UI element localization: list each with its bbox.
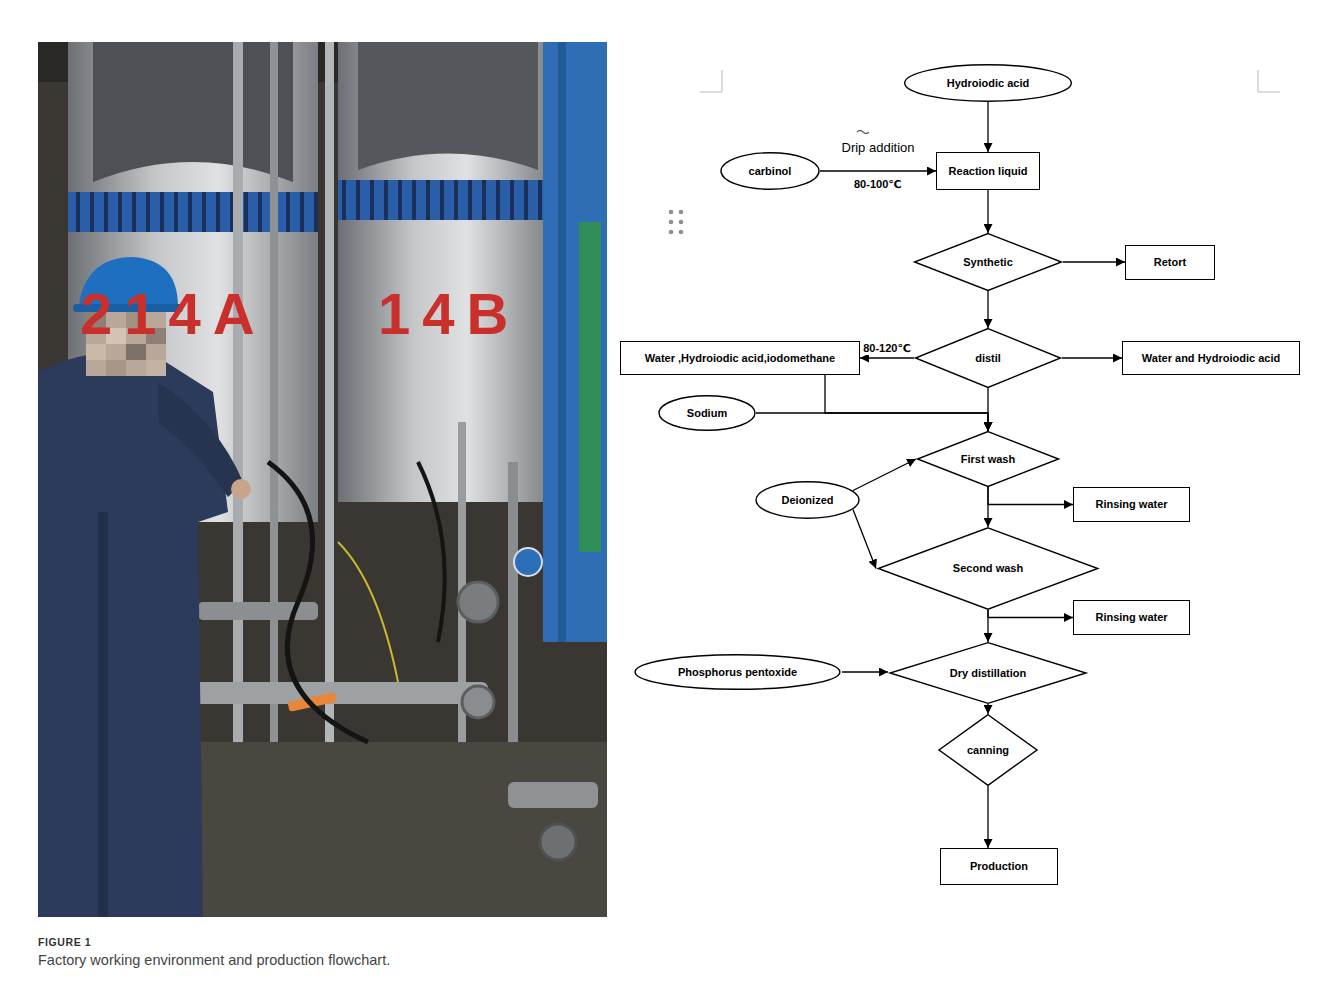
flow-arrow bbox=[842, 671, 888, 672]
process-box: Water ,Hydroiodic acid,iodomethane bbox=[620, 341, 860, 375]
node-text: Production bbox=[970, 860, 1028, 873]
node-text: Water and Hydroiodic acid bbox=[1142, 352, 1280, 365]
corner-mark bbox=[700, 70, 722, 92]
input-ellipse: Sodium bbox=[658, 395, 756, 431]
input-ellipse: Deionized bbox=[755, 481, 860, 519]
node-text: Reaction liquid bbox=[949, 165, 1028, 178]
flow-arrow bbox=[988, 610, 1073, 618]
ellipse-outline bbox=[721, 153, 819, 189]
flow-arrow bbox=[987, 102, 988, 152]
diamond-outline bbox=[915, 329, 1060, 388]
flow-arrow bbox=[987, 487, 988, 527]
flow-arrow bbox=[853, 459, 916, 491]
flow-arrow bbox=[987, 786, 988, 848]
flow-arrow bbox=[987, 291, 988, 328]
input-ellipse: Hydroiodic acid bbox=[903, 64, 1073, 102]
process-box: Reaction liquid bbox=[936, 152, 1040, 190]
ellipse-outline bbox=[659, 396, 755, 431]
flow-arrow bbox=[988, 487, 1073, 505]
process-box: Water and Hydroiodic acid bbox=[1122, 341, 1300, 375]
node-text: Sodium bbox=[687, 407, 727, 420]
node-text: Dry distillation bbox=[950, 667, 1026, 680]
tank-number: 14B bbox=[378, 282, 520, 346]
factory-photo bbox=[38, 42, 607, 917]
flow-arrow bbox=[987, 704, 988, 714]
process-box: Rinsing water bbox=[1073, 487, 1190, 522]
node-text: Rinsing water bbox=[1095, 498, 1167, 511]
diamond-outline bbox=[915, 234, 1062, 291]
edge-label: 80-120℃ bbox=[861, 342, 913, 355]
process-box: Rinsing water bbox=[1073, 600, 1190, 635]
flow-arrow bbox=[1062, 357, 1122, 358]
node-text: Hydroiodic acid bbox=[947, 77, 1030, 90]
input-ellipse: Phosphorus pentoxide bbox=[633, 654, 842, 690]
node-text: Second wash bbox=[953, 562, 1023, 575]
diamond-outline bbox=[939, 715, 1037, 786]
process-box: Production bbox=[940, 848, 1058, 885]
ellipse-outline bbox=[905, 65, 1072, 101]
decision-diamond: distil bbox=[914, 328, 1062, 388]
flow-arrow bbox=[853, 510, 876, 569]
temperature-note: 80-100℃ bbox=[852, 178, 904, 191]
node-text: carbinol bbox=[749, 165, 792, 178]
decision-diamond: Second wash bbox=[876, 527, 1100, 610]
ellipse-outline bbox=[635, 655, 840, 690]
node-text: Retort bbox=[1154, 256, 1186, 269]
flow-arrow bbox=[987, 610, 988, 642]
diamond-outline bbox=[878, 528, 1098, 609]
diamond-outline bbox=[917, 432, 1058, 487]
node-text: Deionized bbox=[782, 494, 834, 507]
flow-arrow bbox=[825, 375, 988, 431]
flow-arrow bbox=[820, 170, 936, 171]
decision-diamond: Synthetic bbox=[913, 233, 1063, 291]
flow-arrow bbox=[1063, 261, 1125, 262]
tank-number: 214A bbox=[80, 282, 267, 346]
node-text: canning bbox=[967, 744, 1009, 757]
node-text: Phosphorus pentoxide bbox=[678, 666, 797, 679]
node-text: First wash bbox=[961, 453, 1015, 466]
decision-diamond: First wash bbox=[916, 431, 1060, 487]
corner-mark bbox=[1258, 70, 1280, 92]
node-text: Rinsing water bbox=[1095, 611, 1167, 624]
process-box: Retort bbox=[1125, 245, 1215, 280]
node-text: Water ,Hydroiodic acid,iodomethane bbox=[645, 352, 835, 365]
decision-diamond: Dry distillation bbox=[888, 642, 1088, 704]
ellipse-outline bbox=[756, 482, 859, 518]
edge-label: Drip addition bbox=[840, 140, 917, 155]
figure-caption: Factory working environment and producti… bbox=[38, 951, 390, 969]
node-text: Synthetic bbox=[963, 256, 1013, 269]
flow-arrow bbox=[756, 413, 988, 431]
figure-number: FIGURE 1 bbox=[38, 936, 91, 949]
squiggle-mark bbox=[857, 131, 869, 134]
drag-handle-dots bbox=[669, 210, 684, 235]
flow-arrow bbox=[987, 190, 988, 233]
flow-arrow bbox=[860, 357, 914, 358]
diamond-outline bbox=[890, 643, 1086, 704]
node-text: distil bbox=[975, 352, 1001, 365]
decision-diamond: canning bbox=[938, 714, 1038, 786]
input-ellipse: carbinol bbox=[720, 152, 820, 190]
